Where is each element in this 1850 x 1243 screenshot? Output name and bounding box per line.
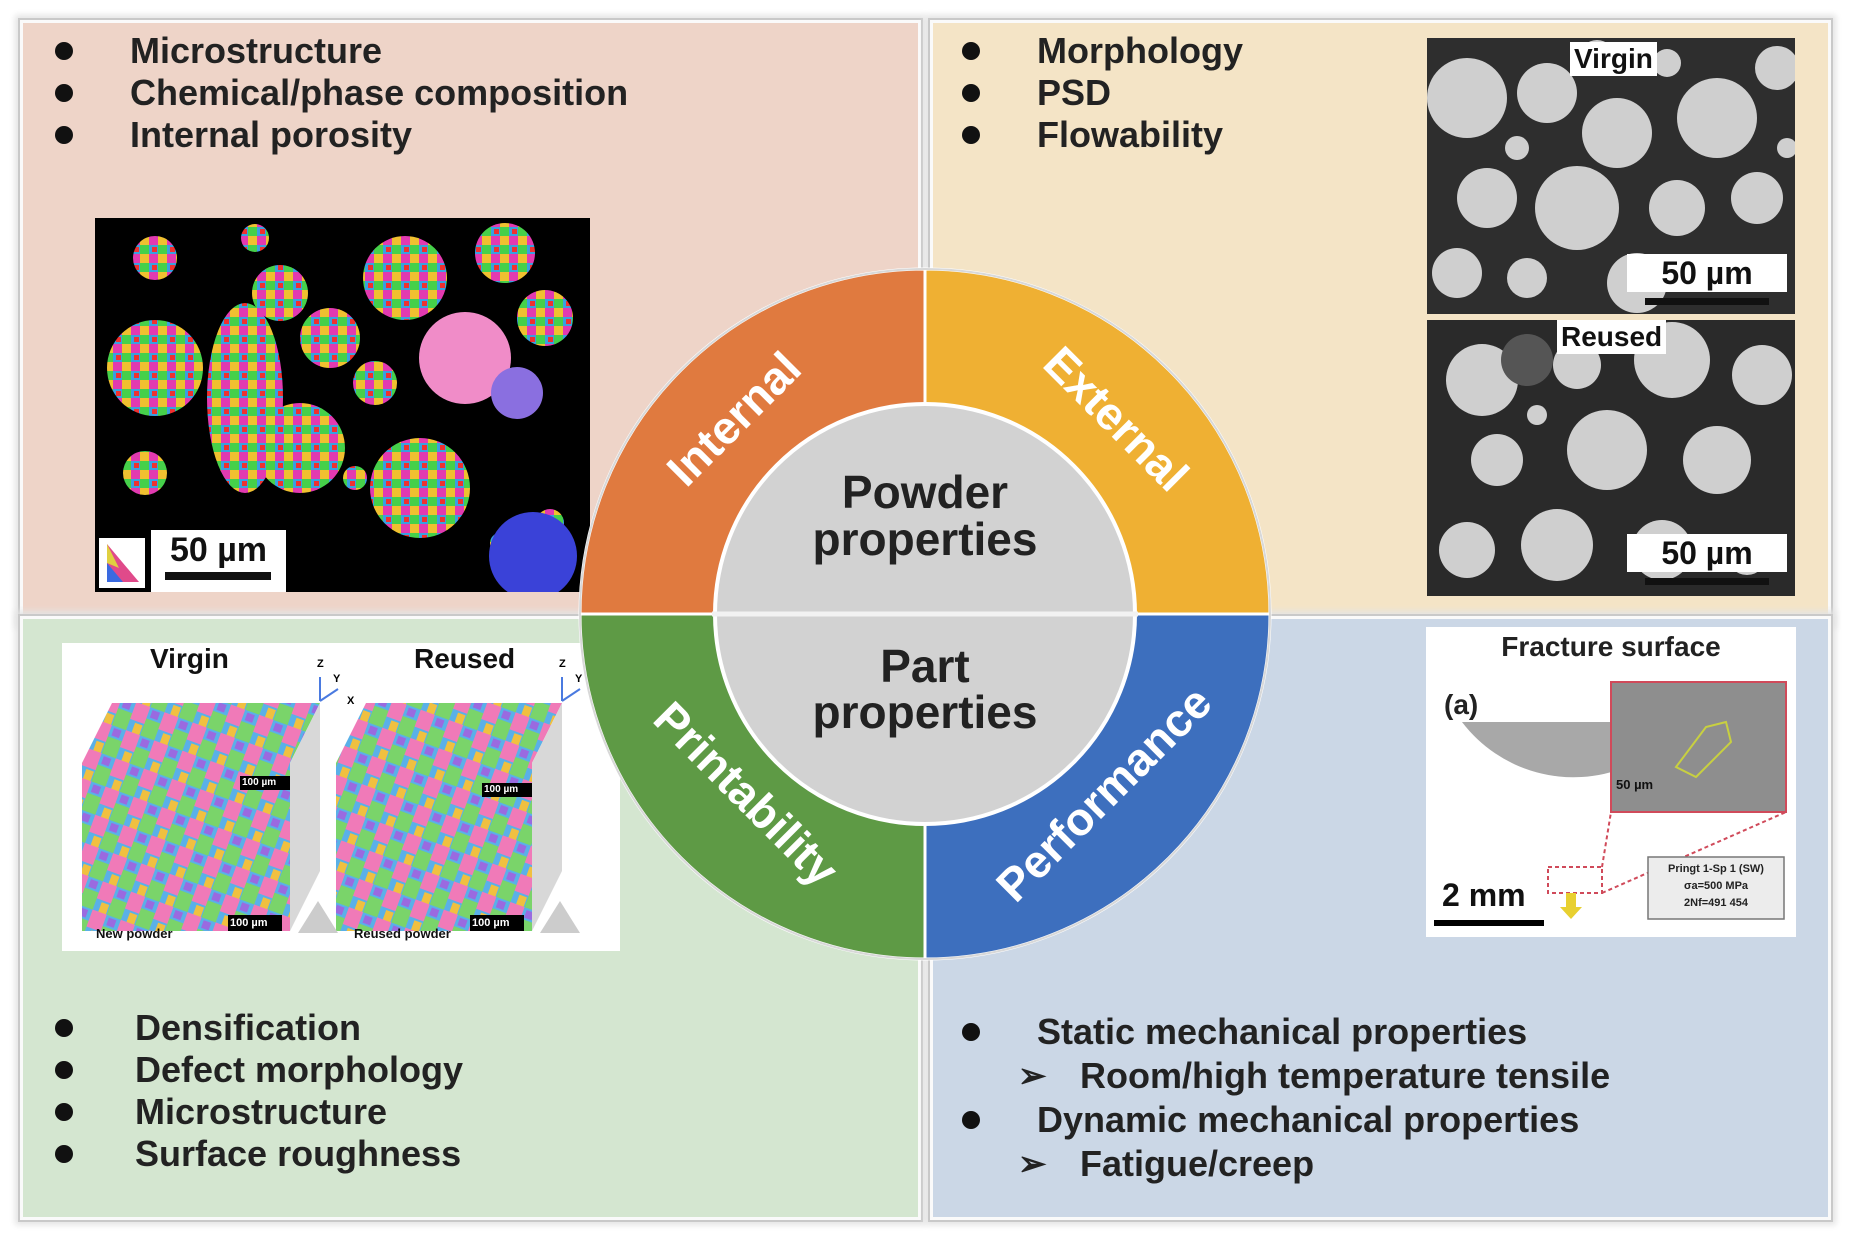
bullet-icon [55, 1019, 73, 1037]
external-bullet: Morphology [962, 30, 1243, 72]
arrow-bullet-icon: ➢ [1018, 1057, 1047, 1095]
ipf-legend-icon [99, 538, 145, 588]
external-bullet: PSD [962, 72, 1243, 114]
reused-powder-caption: Reused powder [354, 926, 451, 941]
inset-scale-label: 50 µm [1616, 777, 1654, 792]
bullet-icon [962, 1023, 980, 1041]
bullet-icon [55, 42, 73, 60]
printability-bullet: Densification [55, 1007, 463, 1049]
bullet-icon [55, 1145, 73, 1163]
fracture-scale-label: 2 mm [1442, 877, 1526, 913]
virgin-scale-box: 50 µm [1627, 254, 1787, 312]
fracture-drawing [1434, 681, 1787, 926]
printability-bullet: Microstructure [55, 1091, 463, 1133]
reused-scale-bar [1645, 578, 1769, 585]
bullet-icon [962, 84, 980, 102]
bullet-icon [55, 126, 73, 144]
ebsd-scale-label: 50 µm [169, 531, 268, 569]
printability-bullet: Defect morphology [55, 1049, 463, 1091]
external-bullet-list: Morphology PSD Flowability [962, 30, 1243, 156]
internal-bullet-list: Microstructure Chemical/phase compositio… [55, 30, 628, 156]
bullet-icon [55, 1103, 73, 1121]
powder-properties-line2: properties [813, 513, 1038, 565]
part-properties-line2: properties [813, 686, 1038, 738]
reused-scale-label: 50 µm [1627, 534, 1787, 572]
ebsd-powder-image: 50 µm [95, 218, 590, 592]
bullet-icon [962, 1111, 980, 1129]
printability-bullet: Surface roughness [55, 1133, 463, 1175]
bullet-icon [55, 1061, 73, 1079]
virgin-cube-label: Virgin [150, 643, 229, 674]
printed-microstructure-image: Virgin Reused Z Y X Z Y 100 µm 100 µm 10… [62, 643, 620, 951]
performance-bullet: Static mechanical properties [962, 1010, 1610, 1054]
cube-scale-label: 100 µm [472, 917, 510, 929]
ebsd-particles [107, 223, 577, 592]
axis-y-label: Y [575, 673, 583, 685]
performance-bullet: Dynamic mechanical properties [962, 1098, 1610, 1142]
specimen-id: Pringt 1-Sp 1 (SW) [1668, 863, 1764, 875]
performance-sub-bullet: ➢Room/high temperature tensile [1018, 1055, 1611, 1096]
stress-amplitude: σa=500 MPa [1683, 880, 1749, 892]
axis-x-label: X [347, 695, 355, 707]
bullet-icon [962, 126, 980, 144]
axis-z-label: Z [559, 658, 566, 670]
virgin-powder-image: Virgin 50 µm [1427, 38, 1795, 314]
reused-scale-box: 50 µm [1627, 534, 1787, 592]
fracture-panel-label: (a) [1444, 689, 1479, 720]
ebsd-scale-box: 50 µm [151, 530, 286, 592]
powder-properties-line1: Powder [842, 466, 1008, 518]
cycles-to-failure: 2Nf=491 454 [1684, 897, 1748, 909]
printability-bullet-list: Densification Defect morphology Microstr… [55, 1007, 463, 1175]
performance-sub-bullet: ➢Fatigue/creep [1018, 1143, 1315, 1184]
reused-cube-label: Reused [414, 643, 516, 674]
external-bullet: Flowability [962, 114, 1243, 156]
virgin-scale-label: 50 µm [1627, 254, 1787, 292]
performance-bullet-list: Static mechanical properties ➢Room/high … [962, 1010, 1610, 1186]
reused-tag: Reused [1557, 320, 1667, 354]
ebsd-scale-bar [165, 572, 271, 580]
internal-bullet: Microstructure [55, 30, 628, 72]
internal-bullet: Chemical/phase composition [55, 72, 628, 114]
cube-scale-label: 100 µm [242, 777, 277, 788]
internal-bullet: Internal porosity [55, 114, 628, 156]
reused-powder-image: Reused 50 µm [1427, 320, 1795, 596]
specimen-info-box: Pringt 1-Sp 1 (SW) σa=500 MPa 2Nf=491 45… [1648, 861, 1784, 912]
cube-scale-label: 100 µm [230, 917, 268, 929]
microstructure-cubes [82, 677, 581, 933]
arrow-bullet-icon: ➢ [1018, 1145, 1047, 1183]
part-properties-line1: Part [880, 640, 969, 692]
bullet-icon [55, 84, 73, 102]
new-powder-caption: New powder [96, 926, 173, 941]
virgin-scale-bar [1645, 298, 1769, 305]
bullet-icon [962, 42, 980, 60]
axis-z-label: Z [317, 658, 324, 670]
fracture-title: Fracture surface [1501, 631, 1721, 662]
cube-scale-label: 100 µm [484, 784, 519, 795]
axis-y-label: Y [333, 673, 341, 685]
fracture-surface-image: Fracture surface (a) 50 µm 2 mm Pringt 1… [1426, 627, 1796, 937]
virgin-tag: Virgin [1570, 42, 1657, 76]
